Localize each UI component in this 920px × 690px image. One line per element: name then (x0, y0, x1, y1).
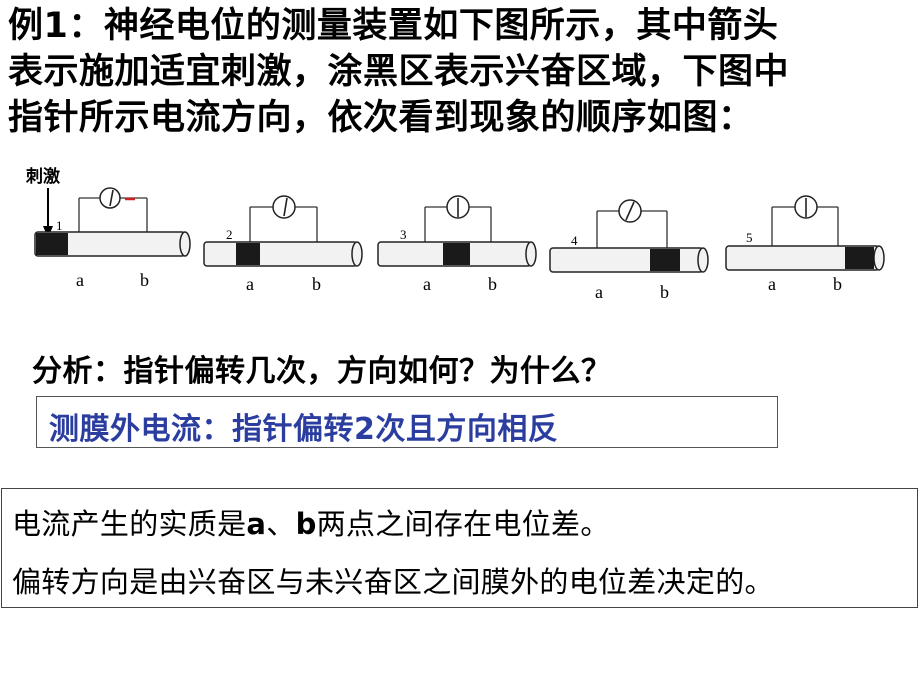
stimulus-arrow (43, 188, 53, 238)
panel-2: 2 a b (203, 195, 363, 294)
nerve-end (179, 231, 191, 257)
panel-number: 4 (571, 233, 578, 248)
panel-1: 1 a b (34, 187, 191, 290)
explanation-line-1-post: 两点之间存在电位差。 (316, 507, 610, 541)
excited-region (443, 243, 470, 265)
galvanometer (272, 195, 296, 219)
galvanometer-needle (625, 201, 635, 221)
title-line-3: 指针所示电流方向，依次看到现象的顺序如图： (8, 98, 754, 138)
point-b-label: b (660, 282, 669, 302)
excited-region (650, 249, 680, 271)
galvanometer-needle (109, 189, 114, 207)
point-a-label: a (595, 282, 603, 302)
title-line-2: 表示施加适宜刺激，涂黑区表示兴奋区域，下图中 (8, 52, 790, 92)
nerve-end (697, 247, 709, 273)
point-a-label: a (423, 274, 431, 294)
title-line-1: 例1：神经电位的测量装置如下图所示，其中箭头 (8, 6, 779, 46)
excited-region (36, 233, 68, 255)
panel-number: 2 (226, 227, 233, 242)
panel-5: 5 a b (725, 195, 885, 294)
point-a-label: a (246, 274, 254, 294)
point-a-term: a (246, 507, 267, 541)
point-b-label: b (833, 274, 842, 294)
panel-number: 3 (400, 227, 407, 242)
stimulus-label: 刺激 (26, 166, 60, 187)
panel-number: 5 (746, 230, 753, 245)
panel-3: 3 a b (377, 195, 537, 294)
point-b-label: b (312, 274, 321, 294)
nerve-fiber (549, 247, 704, 273)
excited-region (236, 243, 260, 265)
nerve-measurement-figure: 刺激 1 a b 2 a b (26, 166, 885, 302)
nerve-fiber (203, 241, 358, 267)
analysis-question: 分析：指针偏转几次，方向如何？为什么？ (32, 354, 612, 389)
explanation-line-1-pre: 电流产生的实质是 (12, 507, 247, 541)
point-a-label: a (768, 274, 776, 294)
explanation-line-2: 偏转方向是由兴奋区与未兴奋区之间膜外的电位差决定的。 (12, 565, 774, 599)
panel-number: 1 (56, 218, 63, 233)
nerve-end (525, 241, 537, 267)
point-b-label: b (488, 274, 497, 294)
excited-region (845, 247, 874, 269)
answer-box: 测膜外电流：指针偏转2次且方向相反 (36, 396, 778, 448)
point-b-label: b (140, 270, 149, 290)
answer-text: 测膜外电流：指针偏转2次且方向相反 (49, 412, 559, 447)
explanation-line-1: 电流产生的实质是a、b两点之间存在电位差。 (12, 501, 610, 543)
point-b-term: b (295, 507, 317, 541)
separator: 、 (266, 507, 296, 541)
nerve-end (351, 241, 363, 267)
panel-4: 4 a b (549, 199, 709, 302)
galvanometer (99, 187, 121, 209)
galvanometer-needle (283, 197, 288, 217)
nerve-end (873, 245, 885, 271)
point-a-label: a (76, 270, 84, 290)
explanation-box: 电流产生的实质是a、b两点之间存在电位差。 偏转方向是由兴奋区与未兴奋区之间膜外… (1, 488, 918, 608)
